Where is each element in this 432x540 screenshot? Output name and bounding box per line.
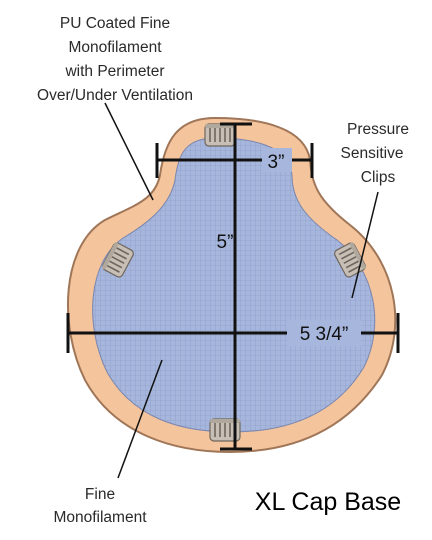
- pu-coated-label-line-4: Over/Under Ventilation: [37, 87, 193, 104]
- diagram-title: XL Cap Base: [255, 488, 401, 516]
- top-width-label: 3”: [268, 152, 285, 173]
- top-width-label-bg: [262, 148, 292, 172]
- height-label: 5”: [217, 232, 234, 253]
- pu-coated-label-line-2: Monofilament: [68, 39, 162, 56]
- fine-monofilament-label-line-1: Fine: [85, 486, 115, 503]
- pu-coated-label-line-3: with Perimeter: [64, 63, 164, 80]
- bottom-left-leader-line: [117, 359, 163, 479]
- width-label-bg: [287, 320, 361, 346]
- hair-clip-icon: [204, 123, 236, 147]
- pu-coated-label-line-1: PU Coated Fine: [60, 15, 170, 32]
- pressure-clips-label-line-2: Sensitive: [341, 145, 404, 162]
- width-label: 5 3/4”: [300, 324, 349, 345]
- pressure-clips-label-line-3: Clips: [361, 169, 396, 186]
- fine-monofilament-label-line-2: Monofilament: [53, 509, 147, 526]
- pressure-clips-label-line-1: Pressure: [347, 121, 409, 138]
- top-left-leader-line: [104, 102, 154, 201]
- right-leader-line: [351, 191, 379, 299]
